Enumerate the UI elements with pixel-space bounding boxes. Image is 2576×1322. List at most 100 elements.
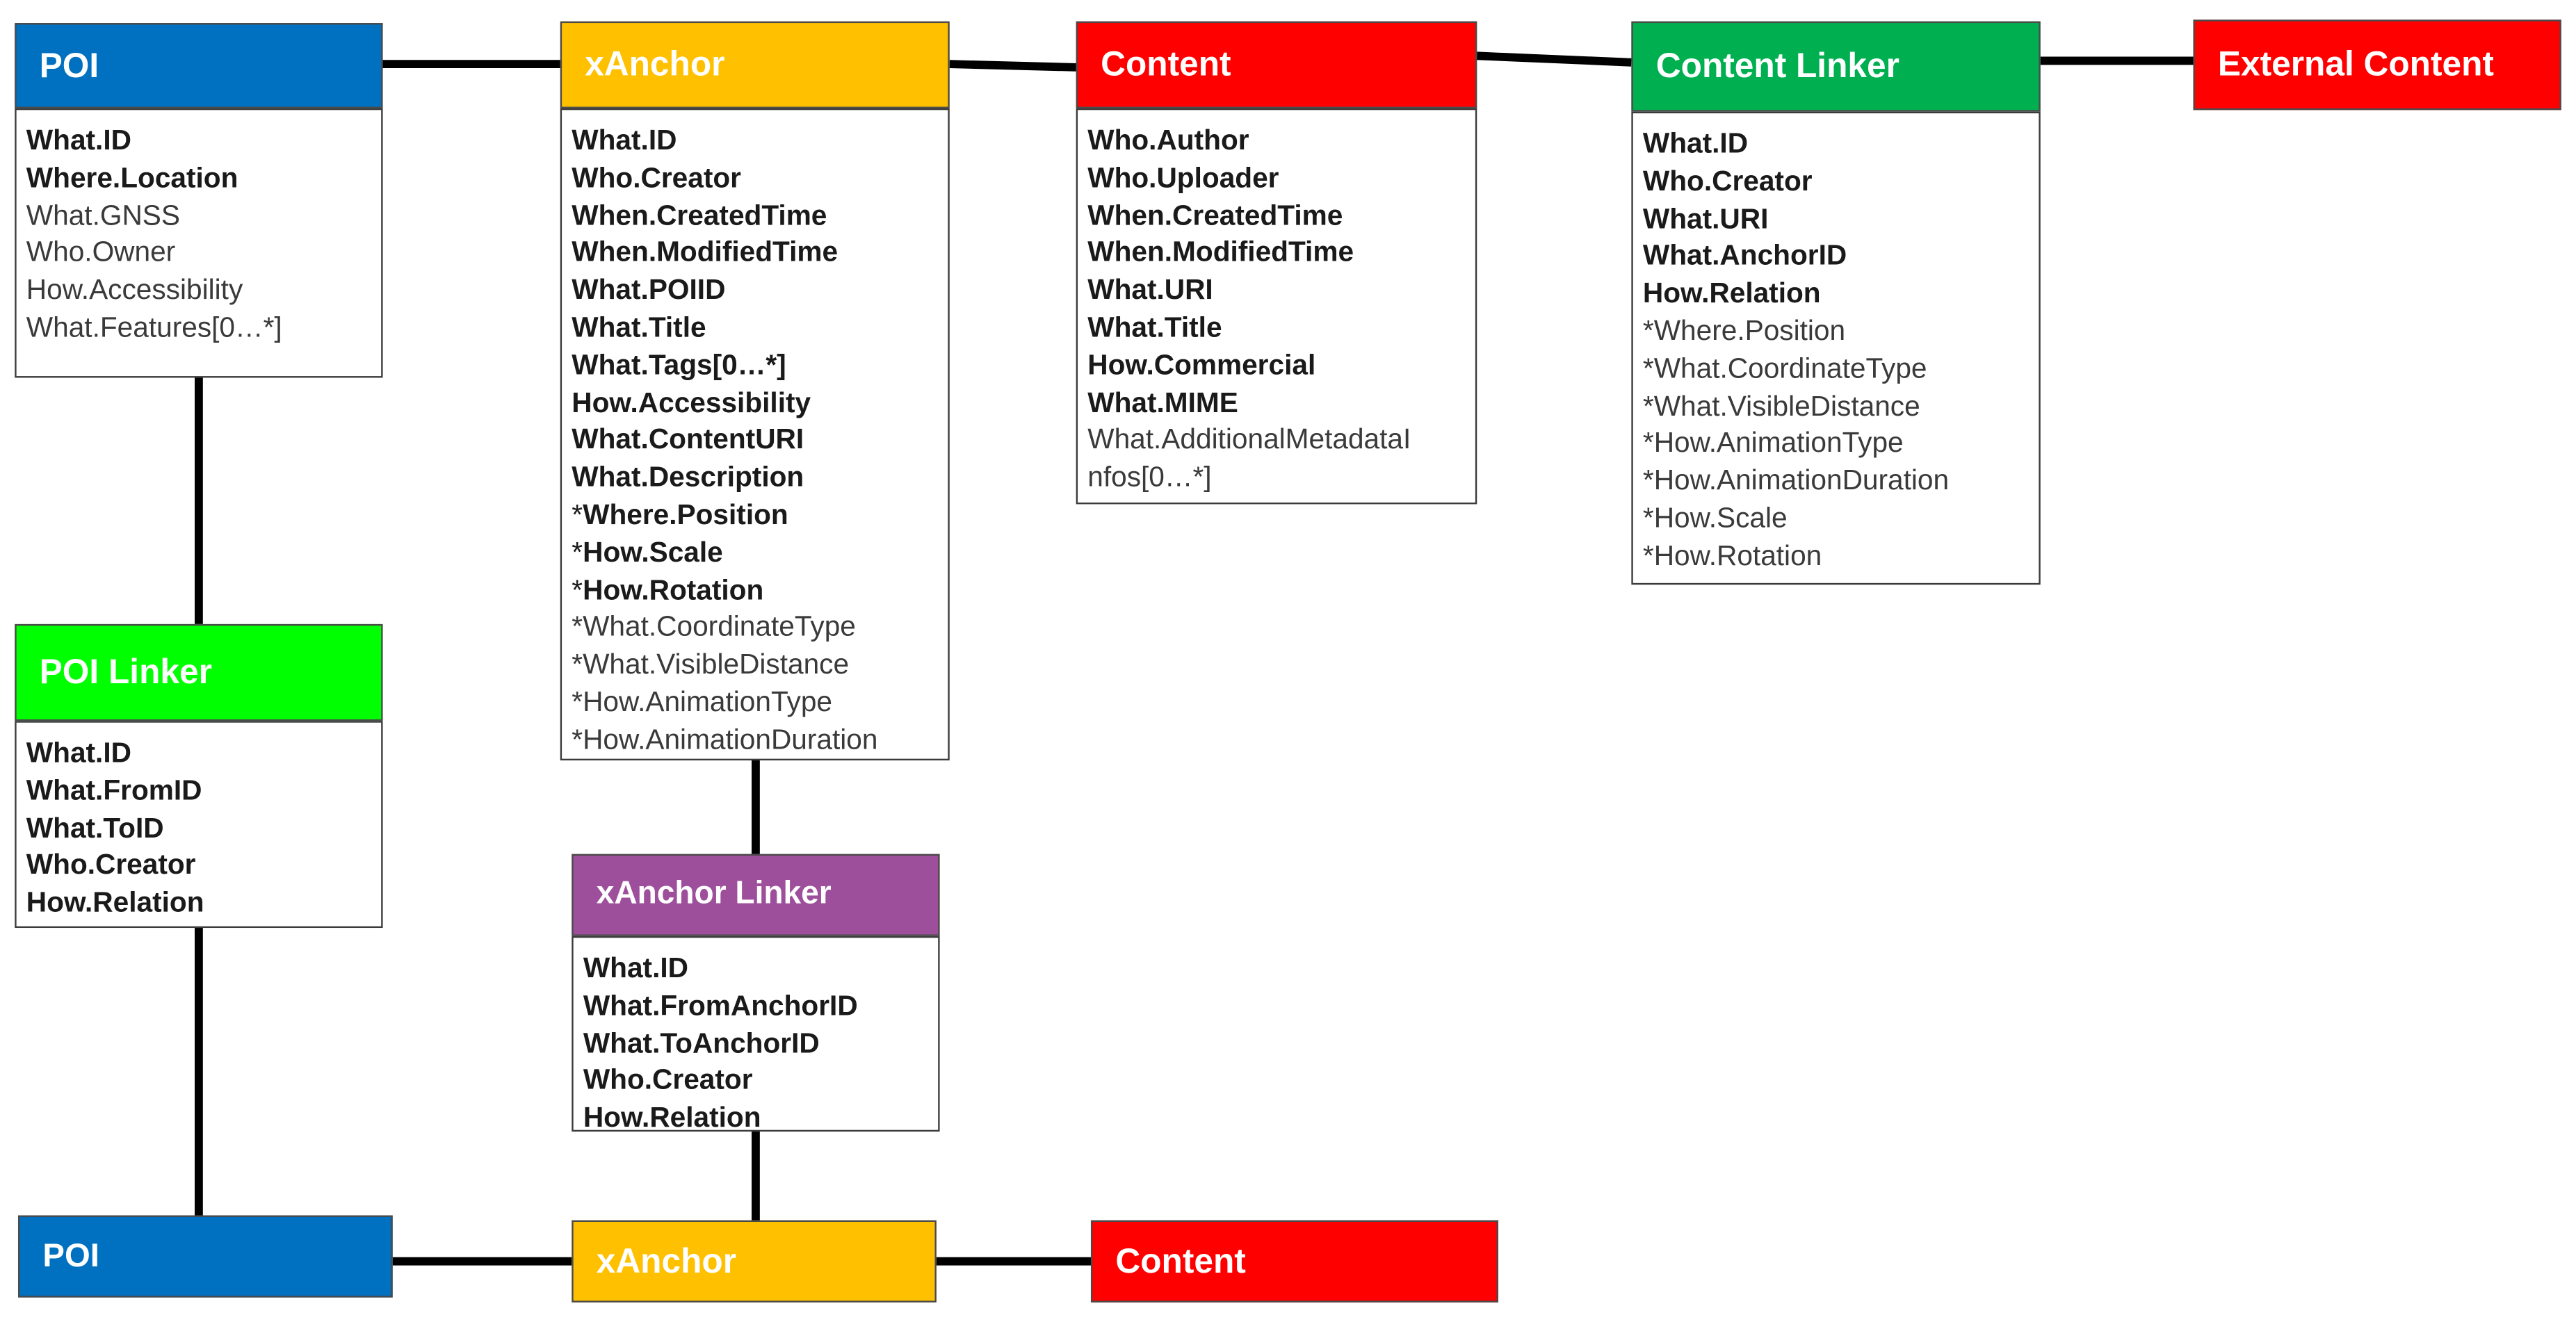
bottom-xanchor-header: xAnchor — [572, 1220, 937, 1303]
field-label: What.FromAnchorID — [583, 988, 858, 1022]
field-item: When.CreatedTime — [572, 197, 948, 234]
field-item: Who.Creator — [26, 847, 381, 884]
connector-content-contentlinker — [1476, 51, 1632, 67]
field-label: What.ContentURI — [572, 423, 804, 456]
field-label: Who.Owner — [26, 235, 176, 269]
optional-marker: * — [572, 534, 583, 569]
field-item: When.CreatedTime — [1087, 197, 1475, 234]
field-label: What.Features[0…*] — [26, 310, 282, 343]
field-label: *How.Rotation — [1642, 538, 1822, 571]
field-item: What.AnchorID — [1643, 237, 2039, 275]
xanchor-title: xAnchor — [585, 46, 725, 84]
field-item: What.FromAnchorID — [583, 987, 938, 1025]
field-label: What.ID — [26, 123, 131, 156]
field-label: How.Relation — [1642, 276, 1821, 309]
optional-marker: * — [572, 497, 583, 531]
field-item: *How.Scale — [1643, 499, 2039, 537]
connector-xanchor-content — [949, 60, 1076, 72]
poi-linker-title: POI Linker — [39, 653, 212, 692]
field-label: What.AdditionalMetadataI — [1087, 423, 1411, 456]
field-item: *How.AnimationDuration — [572, 721, 948, 758]
field-item: How.Relation — [26, 884, 381, 922]
poi-linker-header: POI Linker — [15, 623, 383, 721]
field-label: Who.Author — [1087, 123, 1249, 156]
field-item: How.Accessibility — [572, 384, 948, 421]
field-item: *How.AnimationType — [1643, 425, 2039, 462]
field-label: *How.AnimationType — [572, 685, 833, 718]
field-item: Where.Location — [26, 159, 381, 197]
field-item: How.Commercial — [1087, 346, 1475, 384]
field-label: What.URI — [1642, 201, 1769, 234]
field-label: What.ID — [26, 735, 131, 769]
field-label: How.Accessibility — [26, 272, 243, 306]
field-label: Where.Position — [583, 497, 788, 531]
content-linker-title: Content Linker — [1655, 47, 1899, 85]
field-label: Who.Uploader — [1087, 161, 1279, 194]
field-item: What.ID — [583, 949, 938, 987]
field-item: *Where.Position — [1643, 312, 2039, 350]
field-label: nfos[0…*] — [1087, 460, 1212, 493]
field-item: Who.Author — [1087, 122, 1475, 159]
field-item: When.ModifiedTime — [572, 234, 948, 271]
field-label: Where.Location — [26, 161, 238, 194]
field-label: What.Title — [1087, 310, 1222, 343]
field-item: What.ID — [26, 734, 381, 772]
field-label: What.ID — [572, 123, 677, 156]
field-item: What.AdditionalMetadataI — [1087, 421, 1475, 459]
field-label: What.Title — [572, 310, 706, 343]
field-label: *How.AnimationDuration — [1642, 463, 1950, 497]
field-label: When.ModifiedTime — [1087, 235, 1354, 269]
field-item: What.FromID — [26, 772, 381, 809]
bottom-content-header: Content — [1090, 1220, 1498, 1303]
field-item: Who.Creator — [1643, 162, 2039, 199]
field-item: *How.Rotation — [1643, 537, 2039, 574]
field-label: What.ID — [1642, 126, 1749, 160]
external-content-title: External Content — [2217, 46, 2494, 84]
content-title: Content — [1101, 46, 1231, 84]
field-item: What.ToAnchorID — [583, 1024, 938, 1061]
field-label: What.GNSS — [26, 197, 180, 231]
field-label: What.AnchorID — [1642, 238, 1847, 272]
content-linker-header: Content Linker — [1631, 21, 2041, 112]
bottom-content-title: Content — [1115, 1242, 1246, 1280]
field-label: When.ModifiedTime — [572, 235, 839, 269]
field-label: *What.CoordinateType — [572, 610, 856, 643]
content-header: Content — [1076, 21, 1477, 108]
field-label: What.MIME — [1087, 385, 1238, 418]
field-item: *How.Rotation — [572, 571, 948, 608]
field-item: *How.AnimationType — [572, 683, 948, 721]
field-label: What.ToAnchorID — [583, 1025, 820, 1059]
field-label: How.Rotation — [583, 572, 764, 605]
field-item: What.ID — [26, 122, 381, 159]
field-label: What.ToID — [26, 810, 164, 844]
field-item: How.Relation — [1643, 275, 2039, 312]
field-item: nfos[0…*] — [1087, 459, 1475, 496]
field-label: *How.AnimationDuration — [572, 722, 878, 756]
bottom-xanchor-title: xAnchor — [596, 1242, 737, 1280]
field-label: What.POIID — [572, 272, 726, 306]
field-item: What.Title — [1087, 309, 1475, 346]
field-label: How.Accessibility — [572, 385, 811, 418]
field-item: What.URI — [1643, 199, 2039, 237]
field-item: *What.VisibleDistance — [572, 646, 948, 683]
field-item: Who.Owner — [26, 234, 381, 271]
xanchor-linker-header: xAnchor Linker — [572, 854, 940, 936]
field-label: *How.Scale — [1642, 500, 1788, 534]
xanchor-linker-title: xAnchor Linker — [596, 876, 832, 913]
field-item: Who.Creator — [583, 1061, 938, 1099]
field-item: How.Relation — [583, 1099, 938, 1136]
field-label: Who.Creator — [1642, 163, 1813, 197]
field-label: How.Relation — [26, 886, 204, 919]
field-item: What.POIID — [572, 271, 948, 309]
field-label: *What.VisibleDistance — [572, 647, 850, 680]
field-item: What.ToID — [26, 809, 381, 847]
field-item: *What.CoordinateType — [1643, 350, 2039, 387]
